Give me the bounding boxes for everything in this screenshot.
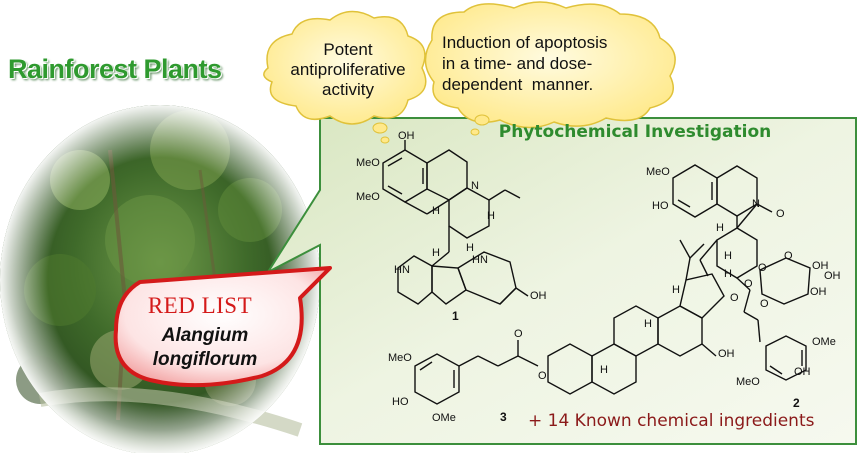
c2-o-carbonyl: O <box>776 208 785 220</box>
c1-oh-indole: OH <box>530 290 547 302</box>
species-epithet: longiflorum <box>152 349 258 370</box>
c2-h-1: H <box>716 222 724 234</box>
c3-ome: OMe <box>432 412 456 424</box>
c3-ho: HO <box>392 396 409 408</box>
c2-o-ester-1: O <box>760 298 769 310</box>
page-title: Rainforest Plants <box>8 54 222 84</box>
c2-oh-4: OH <box>794 366 811 378</box>
c1-meo-1: MeO <box>356 157 380 169</box>
c1-h-2: H <box>487 210 495 222</box>
compound-3-number: 3 <box>500 410 507 424</box>
species-name: Alangium longiflorum <box>130 324 280 372</box>
apoptosis-line-2: in a time- and dose- <box>442 54 593 73</box>
compound-1-structure <box>382 140 529 305</box>
activity-line-1: Potent <box>323 40 373 59</box>
c2-h-2: H <box>724 250 732 262</box>
c2-ho: HO <box>652 200 669 212</box>
panel-title: Phytochemical Investigation <box>498 122 772 142</box>
activity-line-3: activity <box>322 80 374 99</box>
c3-h-2: H <box>644 318 652 330</box>
phytochemical-panel <box>265 117 857 445</box>
compound-3-structure <box>414 239 725 405</box>
c3-o-carbonyl: O <box>514 328 523 340</box>
c3-meo: MeO <box>388 352 412 364</box>
c1-n: N <box>471 180 479 192</box>
c2-oh-1: OH <box>812 260 829 272</box>
redlist-bubble <box>113 266 332 388</box>
c2-o-sugar: O <box>784 250 793 262</box>
c2-o-ring: O <box>744 278 753 290</box>
c2-h-3: H <box>724 268 732 280</box>
c3-h-1: H <box>600 364 608 376</box>
apoptosis-cloud-text: Induction of apoptosis in a time- and do… <box>442 32 662 95</box>
c1-nh-indole-h: H <box>472 254 480 266</box>
c3-h-3: H <box>672 284 680 296</box>
c3-oh: OH <box>718 348 735 360</box>
activity-line-2: antiproliferative <box>290 60 406 79</box>
c2-n: N <box>752 198 760 210</box>
apoptosis-cloud <box>424 1 676 136</box>
c1-h-1: H <box>432 205 440 217</box>
apoptosis-line-1: Induction of apoptosis <box>442 33 608 52</box>
c2-oh-3: OH <box>824 270 841 282</box>
c1-meo-2: MeO <box>356 191 380 203</box>
activity-cloud <box>263 10 427 144</box>
c3-o-ester: O <box>538 370 547 382</box>
c2-meo-2: MeO <box>736 376 760 388</box>
c1-h-3: H <box>432 247 440 259</box>
compound-2-structure <box>672 164 811 381</box>
redlist-label: RED LIST <box>147 293 253 318</box>
c2-o-ester-2: O <box>730 292 739 304</box>
compound-1-number: 1 <box>452 309 459 323</box>
c1-n-indole: N <box>480 254 488 266</box>
c2-o-glyc: O <box>758 262 767 274</box>
activity-cloud-text: Potent antiproliferative activity <box>278 40 418 100</box>
c1-oh-top: OH <box>398 130 415 142</box>
compound-2-number: 2 <box>793 396 800 410</box>
c1-hn-ring: HN <box>394 264 410 276</box>
apoptosis-line-3: dependent manner. <box>442 75 594 94</box>
species-genus: Alangium <box>161 325 249 346</box>
c2-ome: OMe <box>812 336 836 348</box>
c1-h-4: H <box>466 242 474 254</box>
c2-meo: MeO <box>646 166 670 178</box>
known-ingredients: + 14 Known chemical ingredients <box>528 411 815 431</box>
c2-oh-2: OH <box>810 286 827 298</box>
